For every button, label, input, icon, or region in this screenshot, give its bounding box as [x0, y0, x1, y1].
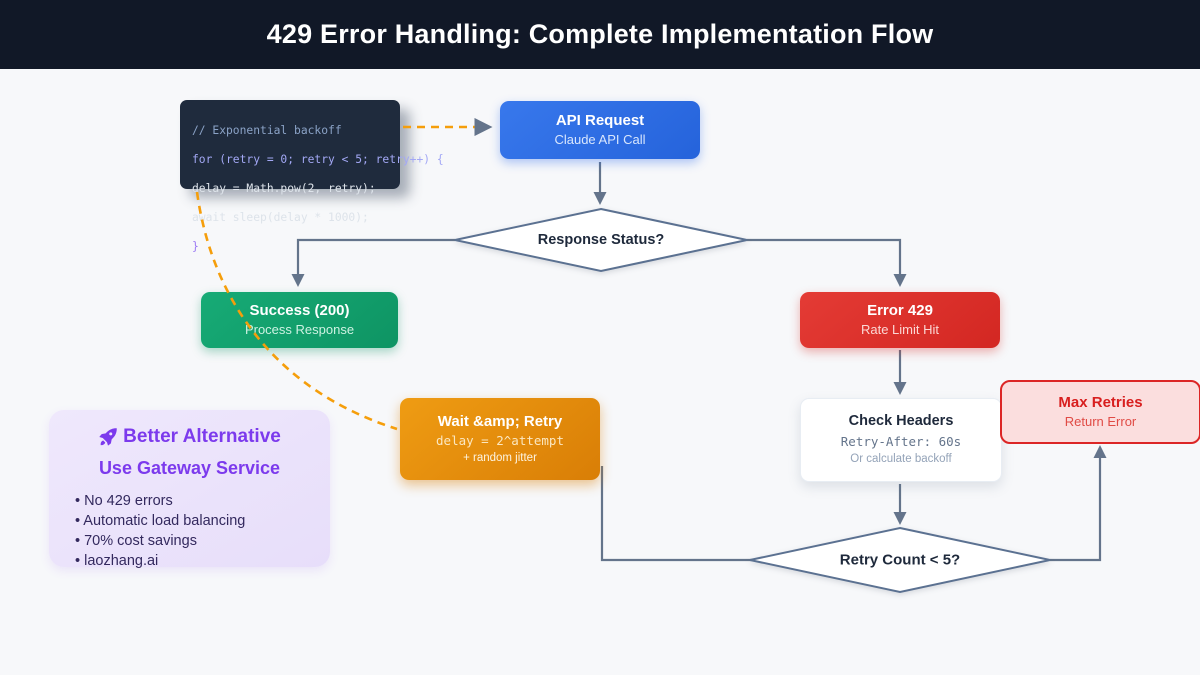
code-line: delay = Math.pow(2, retry); — [192, 181, 376, 195]
node-subtitle: Process Response — [244, 322, 355, 338]
node-title: API Request — [555, 112, 645, 130]
code-line: // Exponential backoff — [192, 123, 342, 137]
node-mono-text: delay = 2^attempt — [436, 432, 564, 448]
node-title: Wait &amp; Retry — [437, 412, 563, 430]
node-success: Success (200) Process Response — [201, 292, 398, 348]
node-subtitle: Return Error — [1064, 414, 1137, 430]
title-bar: 429 Error Handling: Complete Implementat… — [0, 0, 1200, 69]
node-title: Check Headers — [848, 413, 954, 430]
rocket-icon — [99, 428, 117, 446]
node-subtitle: Claude API Call — [554, 132, 646, 148]
panel-bullet: • Automatic load balancing — [75, 513, 246, 529]
code-line: await sleep(delay * 1000); — [192, 210, 369, 224]
code-line: for (retry = 0; retry < 5; retry++) { — [192, 152, 444, 166]
code-line: } — [192, 239, 199, 253]
panel-bullet: • 70% cost savings — [75, 533, 197, 549]
node-max-retries: Max Retries Return Error — [1000, 380, 1200, 444]
decision-label-retry-count: Retry Count < 5? — [839, 551, 961, 569]
node-note: + random jitter — [463, 451, 537, 464]
node-check-headers: Check Headers Retry-After: 60s Or calcul… — [800, 398, 1002, 482]
node-wait-retry: Wait &amp; Retry delay = 2^attempt + ran… — [400, 398, 600, 480]
node-mono-text: Retry-After: 60s — [840, 433, 962, 449]
node-api-request: API Request Claude API Call — [500, 101, 700, 159]
panel-bullet: • No 429 errors — [75, 493, 173, 509]
page-title: 429 Error Handling: Complete Implementat… — [266, 19, 934, 49]
panel-title: Better Alternative — [123, 426, 281, 447]
node-error-429: Error 429 Rate Limit Hit — [800, 292, 1000, 348]
connector-retrycount-to-wait — [600, 466, 752, 562]
node-subtitle: Rate Limit Hit — [860, 322, 940, 338]
code-snippet-exponential-backoff: // Exponential backoff for (retry = 0; r… — [180, 100, 444, 253]
node-title: Error 429 — [867, 302, 933, 320]
node-note: Or calculate backoff — [850, 453, 952, 466]
decision-label-response-status: Response Status? — [537, 232, 665, 248]
panel-bullet-list: • No 429 errors • Automatic load balanci… — [69, 491, 310, 571]
node-title: Max Retries — [1058, 394, 1143, 412]
connector-retrycount-to-maxretries — [1050, 445, 1107, 562]
better-alternative-panel: Better Alternative Use Gateway Service •… — [49, 410, 330, 569]
connector-status-to-error — [747, 238, 907, 287]
node-title: Success (200) — [249, 302, 350, 320]
panel-bullet: • laozhang.ai — [75, 553, 159, 569]
panel-subtitle: Use Gateway Service — [98, 458, 281, 478]
